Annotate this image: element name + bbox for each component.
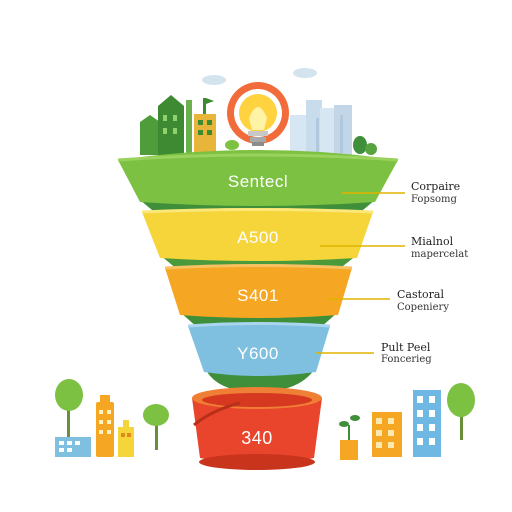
town-left-top <box>140 95 239 155</box>
city-bottom-right <box>339 383 475 460</box>
skyline-background <box>290 100 352 157</box>
layer-3-side-title: Castoral <box>397 288 444 301</box>
funnel-layer-4 <box>187 322 331 392</box>
layer-4-side-sub: Foncerieg <box>381 354 432 365</box>
clouds <box>202 68 317 85</box>
lightbulb-icon <box>227 82 289 146</box>
layer-2-side-title: Mialnol <box>411 235 454 248</box>
layer-4-label: Y600 <box>237 344 279 363</box>
layer-4-side-title: Pult Peel <box>381 341 431 354</box>
layer-2-label: A500 <box>237 228 279 247</box>
trees-top-right <box>353 136 377 155</box>
city-bottom-left <box>55 379 169 457</box>
layer-2-side-sub: mapercelat <box>411 249 469 260</box>
layer-3-label: S401 <box>237 286 279 305</box>
layer-1-side-sub: Fopsomg <box>411 194 457 205</box>
layer-3-side-sub: Copeniery <box>397 302 449 313</box>
base-label: 340 <box>241 428 273 448</box>
leader-lines <box>316 192 405 354</box>
layer-1-side-title: Corpaire <box>411 180 461 193</box>
funnel-base-bucket <box>192 387 322 470</box>
layer-1-label: Sentecl <box>227 172 289 191</box>
